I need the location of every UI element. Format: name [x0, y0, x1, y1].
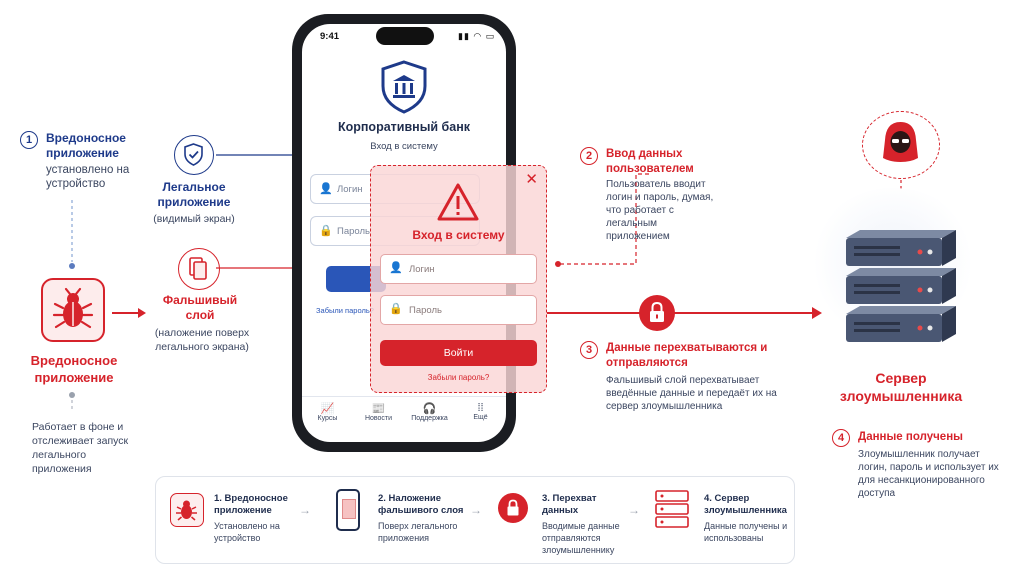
- step4-number: 4: [832, 429, 850, 447]
- summary-phone-icon: [336, 489, 360, 531]
- tab-label: Ещё: [473, 414, 488, 421]
- fake-login-overlay: ✕ Вход в систему 👤 Логин 🔒 Пароль Войти …: [370, 165, 547, 393]
- step2-label: 2 Ввод данных пользователем Пользователь…: [580, 146, 720, 242]
- step4-title: Данные получены: [858, 431, 963, 443]
- shield-check-icon: [184, 143, 203, 166]
- phone-notch: [376, 27, 434, 45]
- summary-title-4: 4. Сервер злоумышленника: [704, 493, 787, 516]
- user-icon: 👤: [389, 262, 403, 274]
- headset-icon: 🎧: [422, 403, 437, 415]
- tab-label: Новости: [364, 415, 393, 422]
- summary-desc-1: Установлено на устройство: [214, 521, 280, 543]
- summary-panel: 1. Вредоносное приложение Установлено на…: [155, 476, 795, 564]
- layers-icon: [189, 257, 207, 280]
- grid-icon: ⁞⁞: [477, 402, 484, 414]
- summary-bug-icon: [170, 493, 204, 527]
- step4-desc: Злоумышленник получает логин, пароль и и…: [858, 449, 999, 499]
- tab-courses[interactable]: 📈 Курсы: [304, 402, 352, 438]
- status-time: 9:41: [320, 31, 340, 42]
- status-icons: ▮▮ ◠ ▭: [458, 31, 496, 41]
- lock-icon: 🔒: [319, 225, 333, 237]
- step3-title: Данные перехватываются и отправляются: [606, 342, 768, 369]
- password-placeholder: Пароль: [337, 226, 370, 237]
- step3-number: 3: [580, 341, 598, 359]
- step1-label: 1 Вредоносное приложение установлено на …: [20, 130, 150, 190]
- summary-title-2: 2. Наложение фальшивого слоя: [378, 493, 464, 516]
- fake-forgot-link[interactable]: Забыли пароль?: [427, 373, 490, 382]
- summary-desc-2: Поверх легального приложения: [378, 521, 458, 543]
- warning-icon: [436, 182, 480, 227]
- fake-title: Фальшивый слой: [162, 293, 238, 322]
- summary-lock-icon: [498, 493, 528, 523]
- step3-label: 3 Данные перехватываются и отправляются …: [580, 340, 780, 412]
- fake-login-placeholder: Логин: [409, 264, 435, 275]
- fake-desc: (наложение поверх легального экрана): [154, 327, 250, 353]
- summary-title-1: 1. Вредоносное приложение: [214, 493, 288, 516]
- legit-app-icon: [174, 135, 214, 175]
- bank-title: Корпоративный банк: [337, 120, 471, 134]
- summary-server-icon: [654, 489, 690, 529]
- user-icon: 👤: [319, 183, 333, 195]
- chart-icon: 📈: [320, 403, 335, 415]
- newspaper-icon: 📰: [371, 403, 386, 415]
- tab-support[interactable]: 🎧 Поддержка: [406, 402, 454, 438]
- overlay-title: Вход в систему: [412, 228, 505, 242]
- step3-desc: Фальшивый слой перехватывает введённые д…: [606, 375, 777, 412]
- malware-title: Вредоносное приложение: [30, 353, 118, 385]
- tabbar-divider: [302, 396, 506, 397]
- intercept-lock-icon: [639, 295, 675, 331]
- fake-submit-button[interactable]: Войти: [380, 340, 537, 366]
- step2-desc: Пользователь вводит логин и пароль, дума…: [606, 179, 714, 242]
- arrow-right-icon: →: [628, 503, 640, 517]
- step1-desc: установлено на устройство: [46, 164, 130, 190]
- legit-desc: (видимый экран): [153, 213, 235, 225]
- hacker-icon: [883, 122, 918, 162]
- bank-logo-icon: [380, 60, 428, 119]
- step2-number: 2: [580, 147, 598, 165]
- fake-password-placeholder: Пароль: [409, 305, 442, 316]
- fake-password-field[interactable]: 🔒 Пароль: [380, 295, 537, 325]
- hacker-avatar: [862, 111, 940, 179]
- server-icon: [838, 228, 962, 357]
- arrow-right-icon: →: [299, 503, 311, 517]
- lock-icon: 🔒: [389, 303, 403, 315]
- malware-app-icon: [41, 278, 105, 342]
- malware-desc: Работает в фоне и отслеживает запуск лег…: [32, 421, 129, 475]
- fake-layer-icon: [178, 248, 220, 290]
- step1-title: Вредоносное приложение: [46, 131, 126, 160]
- step4-label: 4 Данные получены Злоумышленник получает…: [832, 428, 1012, 499]
- summary-title-3: 3. Перехват данных: [542, 493, 597, 516]
- close-icon[interactable]: ✕: [525, 171, 538, 188]
- tab-news[interactable]: 📰 Новости: [355, 402, 403, 438]
- login-placeholder: Логин: [337, 184, 363, 195]
- summary-desc-3: Вводимые данные отправляются злоумышленн…: [542, 521, 620, 555]
- legit-title: Легальное приложение: [157, 180, 231, 209]
- tab-more[interactable]: ⁞⁞ Ещё: [457, 402, 505, 438]
- bank-subtitle: Вход в систему: [370, 141, 438, 152]
- fake-login-field[interactable]: 👤 Логин: [380, 254, 537, 284]
- tab-bar: 📈 Курсы 📰 Новости 🎧 Поддержка ⁞⁞ Ещё: [302, 402, 506, 438]
- step1-number: 1: [20, 131, 38, 149]
- server-title: Сервер злоумышленника: [839, 370, 963, 404]
- step2-title: Ввод данных пользователем: [606, 148, 694, 175]
- summary-desc-4: Данные получены и использованы: [704, 521, 788, 543]
- bug-icon: [52, 287, 94, 329]
- tab-label: Курсы: [317, 415, 338, 422]
- arrow-right-icon: →: [470, 503, 482, 517]
- forgot-password-link[interactable]: Забыли пароль?: [316, 306, 374, 315]
- tab-label: Поддержка: [411, 415, 448, 422]
